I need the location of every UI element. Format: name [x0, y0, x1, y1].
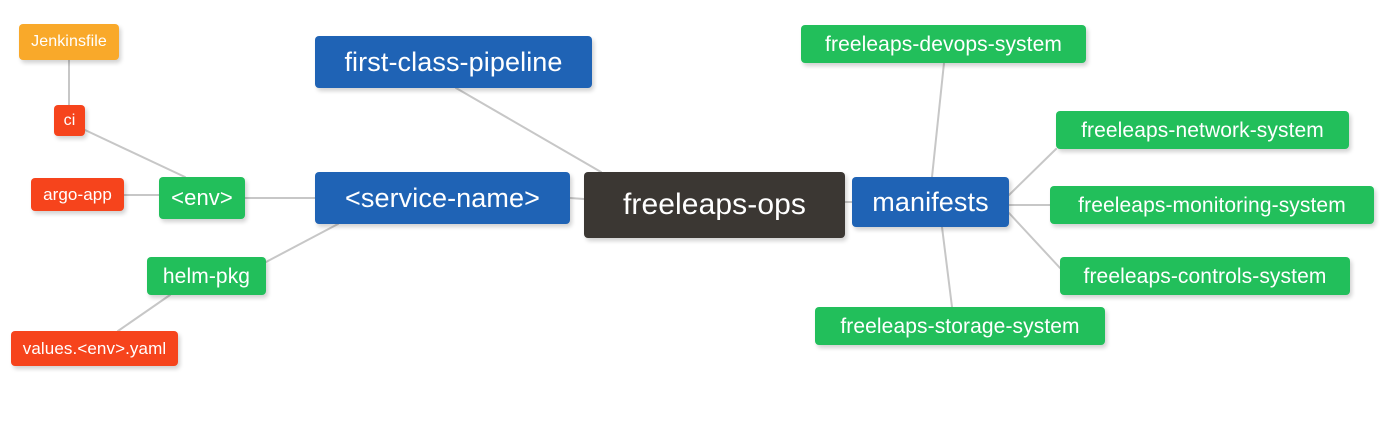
edge-freeleaps-ops-to-service-name: [569, 197, 585, 200]
edge-manifests-to-freeleaps-storage-system: [941, 226, 953, 308]
mindmap-node-freeleaps-devops-system[interactable]: freeleaps-devops-system: [801, 25, 1086, 63]
edge-freeleaps-ops-to-first-class-pipeline: [455, 87, 602, 173]
mindmap-node-freeleaps-network-system[interactable]: freeleaps-network-system: [1056, 111, 1349, 149]
edge-manifests-to-freeleaps-network-system: [1008, 148, 1057, 196]
mindmap-node-ci[interactable]: ci: [54, 105, 85, 136]
edge-env-to-ci: [84, 129, 186, 178]
mindmap-node-argo-app[interactable]: argo-app: [31, 178, 124, 211]
mindmap-node-manifests[interactable]: manifests: [852, 177, 1009, 227]
mindmap-node-helm-pkg[interactable]: helm-pkg: [147, 257, 266, 295]
mindmap-node-env[interactable]: <env>: [159, 177, 245, 219]
mindmap-node-freeleaps-monitoring-system[interactable]: freeleaps-monitoring-system: [1050, 186, 1374, 224]
mindmap-node-values-env-yaml[interactable]: values.<env>.yaml: [11, 331, 178, 366]
mindmap-node-jenkinsfile[interactable]: Jenkinsfile: [19, 24, 119, 60]
mindmap-node-freeleaps-controls-system[interactable]: freeleaps-controls-system: [1060, 257, 1350, 295]
mindmap-node-first-class-pipeline[interactable]: first-class-pipeline: [315, 36, 592, 88]
edge-manifests-to-freeleaps-devops-system: [931, 62, 945, 178]
mindmap-node-service-name[interactable]: <service-name>: [315, 172, 570, 224]
edge-helm-pkg-to-values-env-yaml: [117, 294, 171, 332]
mindmap-node-freeleaps-ops[interactable]: freeleaps-ops: [584, 172, 845, 238]
mindmap-node-freeleaps-storage-system[interactable]: freeleaps-storage-system: [815, 307, 1105, 345]
edge-service-name-to-helm-pkg: [265, 223, 339, 263]
